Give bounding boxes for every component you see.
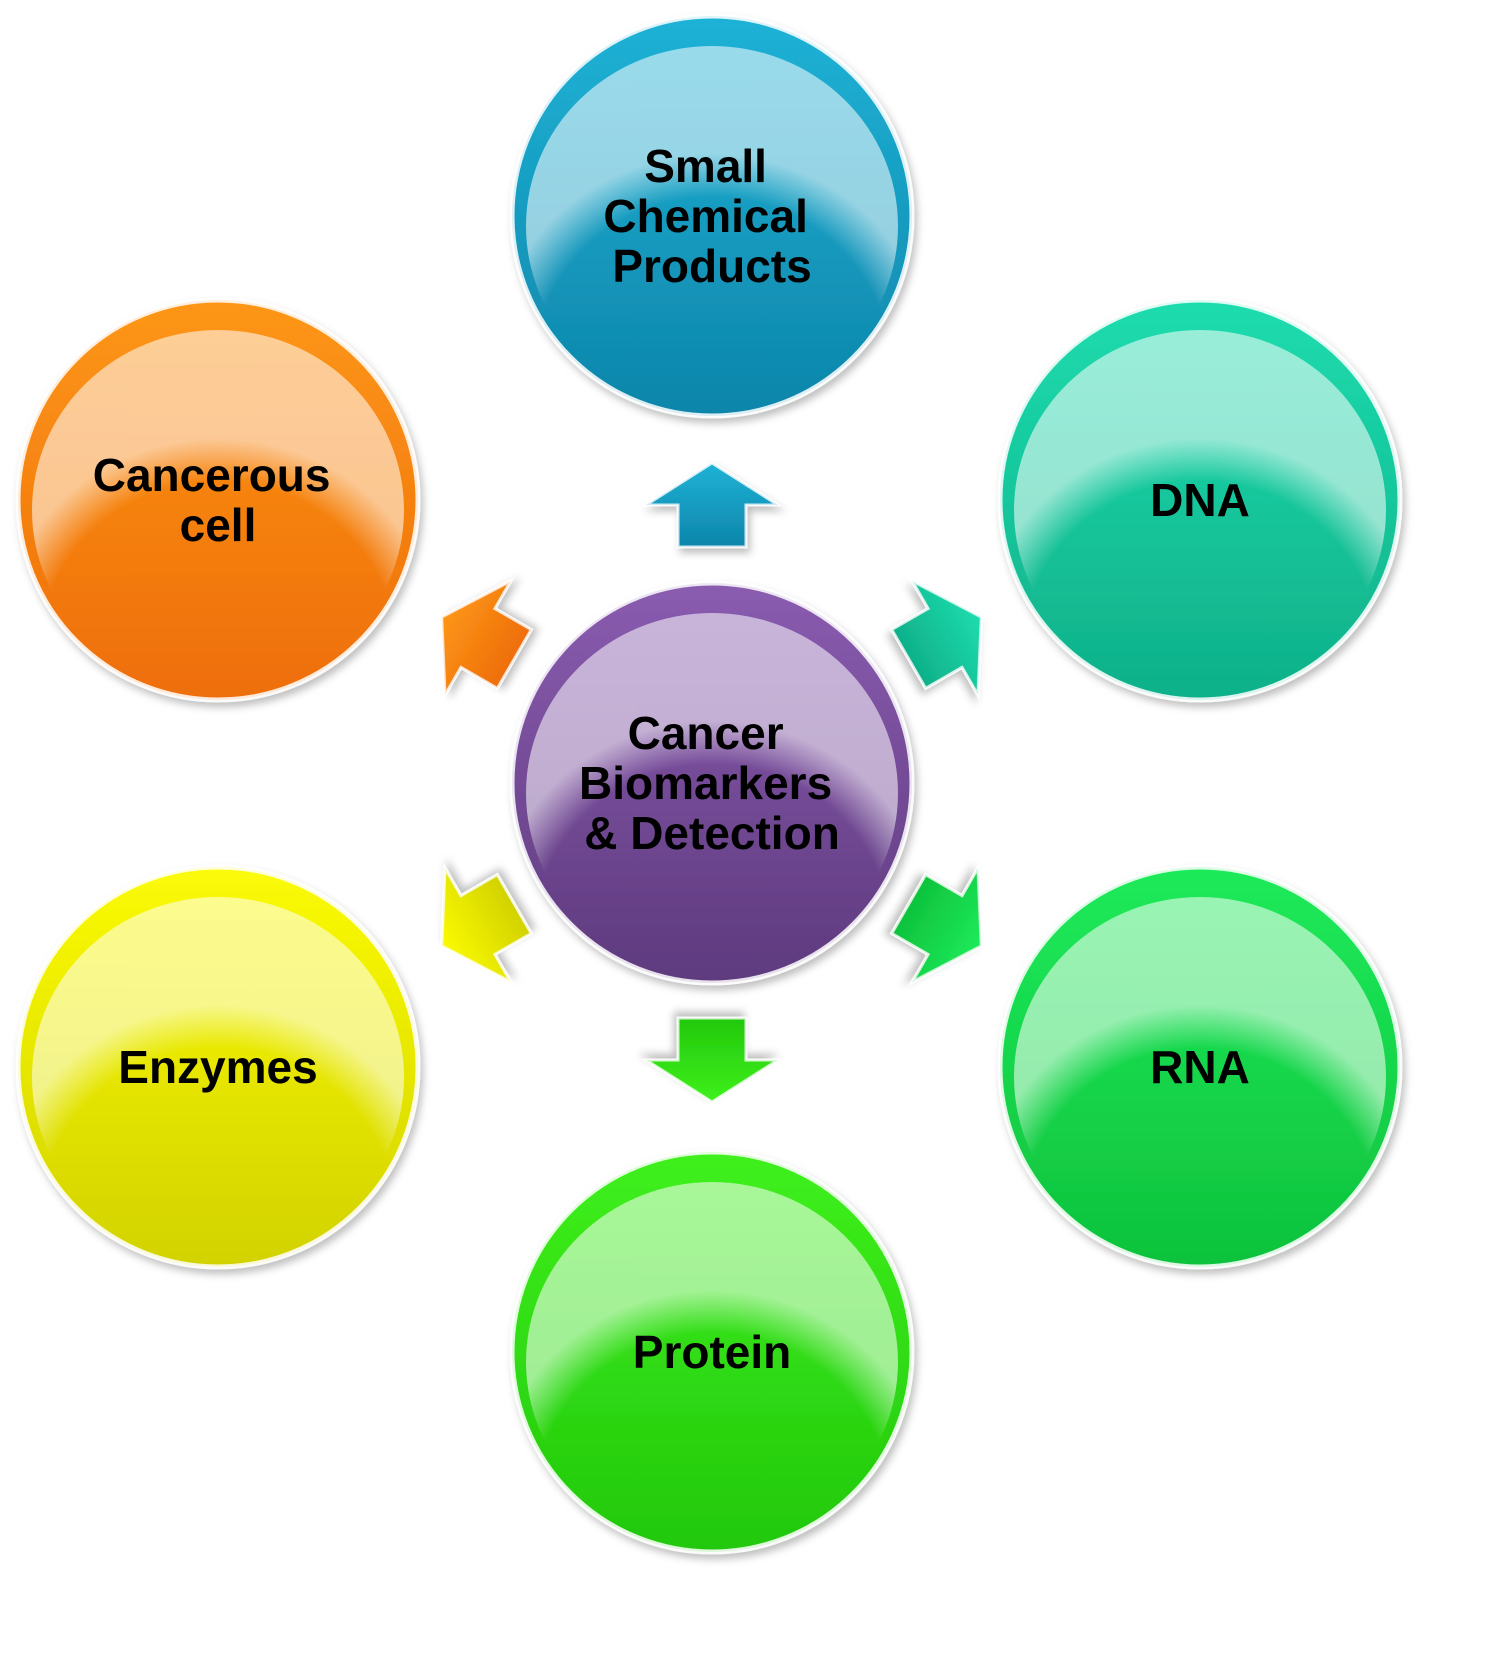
- label-line: Protein: [633, 1326, 791, 1378]
- node-label: DNA: [1150, 474, 1250, 526]
- node-gloss: [1014, 330, 1386, 690]
- arrow-to-protein: [640, 1016, 784, 1104]
- node-label: Enzymes: [118, 1041, 317, 1093]
- label-line: Cancer: [628, 707, 784, 759]
- node-gloss: [526, 613, 898, 973]
- center-node: Cancer Biomarkers & Detection: [509, 580, 915, 986]
- arrow-shape: [640, 461, 784, 549]
- label-line: cell: [180, 499, 257, 551]
- arrows: [440, 461, 983, 1104]
- node-label: Small Chemical Products: [603, 140, 820, 292]
- node-small-chemical-products: Small Chemical Products: [509, 13, 915, 419]
- node-gloss: [32, 897, 404, 1257]
- node-cancerous-cell: Cancerous cell: [15, 297, 421, 703]
- arrow-to-dna: [889, 577, 983, 701]
- arrow-shape: [440, 577, 534, 701]
- node-gloss: [1014, 897, 1386, 1257]
- node-label: RNA: [1150, 1041, 1250, 1093]
- node-gloss: [526, 46, 898, 406]
- label-line: RNA: [1150, 1041, 1250, 1093]
- label-line: Biomarkers: [579, 757, 832, 809]
- arrow-shape: [440, 862, 534, 986]
- label-line: Cancerous: [93, 449, 331, 501]
- node-gloss: [32, 330, 404, 690]
- arrow-to-enzymes: [440, 862, 534, 986]
- label-line: & Detection: [584, 807, 840, 859]
- label-line: Enzymes: [118, 1041, 317, 1093]
- node-label: Cancerous cell: [93, 449, 344, 551]
- arrow-to-cancerous-cell: [440, 577, 534, 701]
- node-gloss: [526, 1182, 898, 1542]
- arrow-to-rna: [889, 862, 983, 986]
- node-dna: DNA: [997, 297, 1403, 703]
- label-line: Chemical: [603, 190, 808, 242]
- label-line: DNA: [1150, 474, 1250, 526]
- label-line: Products: [612, 240, 811, 292]
- arrow-to-small-chemical-products: [640, 461, 784, 549]
- arrow-shape: [889, 577, 983, 701]
- node-rna: RNA: [997, 864, 1403, 1270]
- label-line: Small: [644, 140, 767, 192]
- node-protein: Protein: [509, 1149, 915, 1555]
- arrow-shape: [640, 1016, 784, 1104]
- center-label: Cancer Biomarkers & Detection: [579, 707, 845, 859]
- arrow-shape: [889, 862, 983, 986]
- node-enzymes: Enzymes: [15, 864, 421, 1270]
- node-label: Protein: [633, 1326, 791, 1378]
